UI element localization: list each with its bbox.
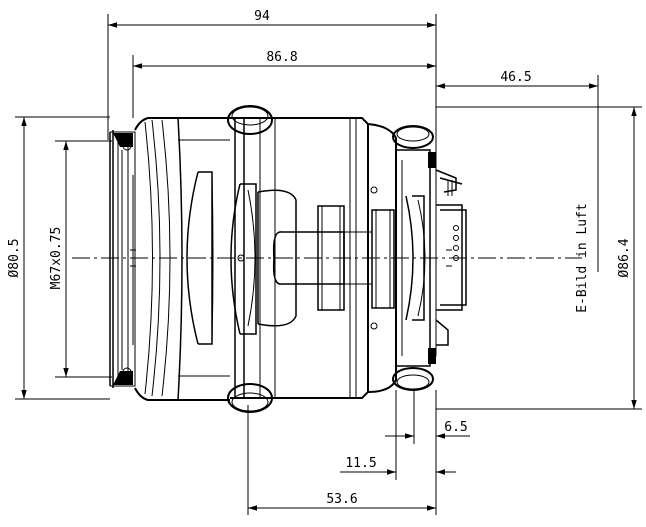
front-thread-mount [109, 130, 136, 388]
dim-flange-b-label: 11.5 [345, 456, 376, 471]
dimension-thread: M67x0.75 [49, 140, 112, 378]
dimension-front-diameter: Ø80.5 [7, 116, 110, 400]
dim-flange-a-label: 6.5 [444, 420, 467, 435]
central-lens-group [257, 189, 395, 327]
dim-rear-diameter-label: Ø86.4 [617, 238, 632, 277]
front-barrel [134, 117, 230, 401]
image-plane-label: E-Bild in Luft [575, 203, 590, 313]
dimension-body-length: 86.8 [132, 50, 436, 118]
dim-overall-length-label: 94 [254, 9, 270, 24]
dim-body-length-label: 86.8 [266, 50, 297, 65]
top-lug [227, 105, 273, 135]
rear-contacts [435, 169, 467, 346]
dimension-flange-b: 11.5 [340, 390, 456, 480]
dimension-rear-length: 53.6 [247, 405, 437, 515]
dim-image-distance-label: 46.5 [500, 70, 531, 85]
dim-rear-length-label: 53.6 [326, 492, 357, 507]
bottom-lug [227, 383, 273, 413]
dimension-overall-length: 94 [107, 9, 437, 160]
main-housing [230, 117, 378, 399]
dimension-rear-diameter: Ø86.4 [436, 106, 642, 410]
dim-front-diameter-label: Ø80.5 [7, 238, 22, 277]
front-lens-group [186, 171, 257, 345]
dimension-flange-a: 6.5 [385, 390, 470, 444]
rear-mount [367, 123, 437, 393]
dimension-image-distance: 46.5 E-Bild in Luft [436, 70, 599, 313]
dim-thread-label: M67x0.75 [49, 227, 64, 290]
